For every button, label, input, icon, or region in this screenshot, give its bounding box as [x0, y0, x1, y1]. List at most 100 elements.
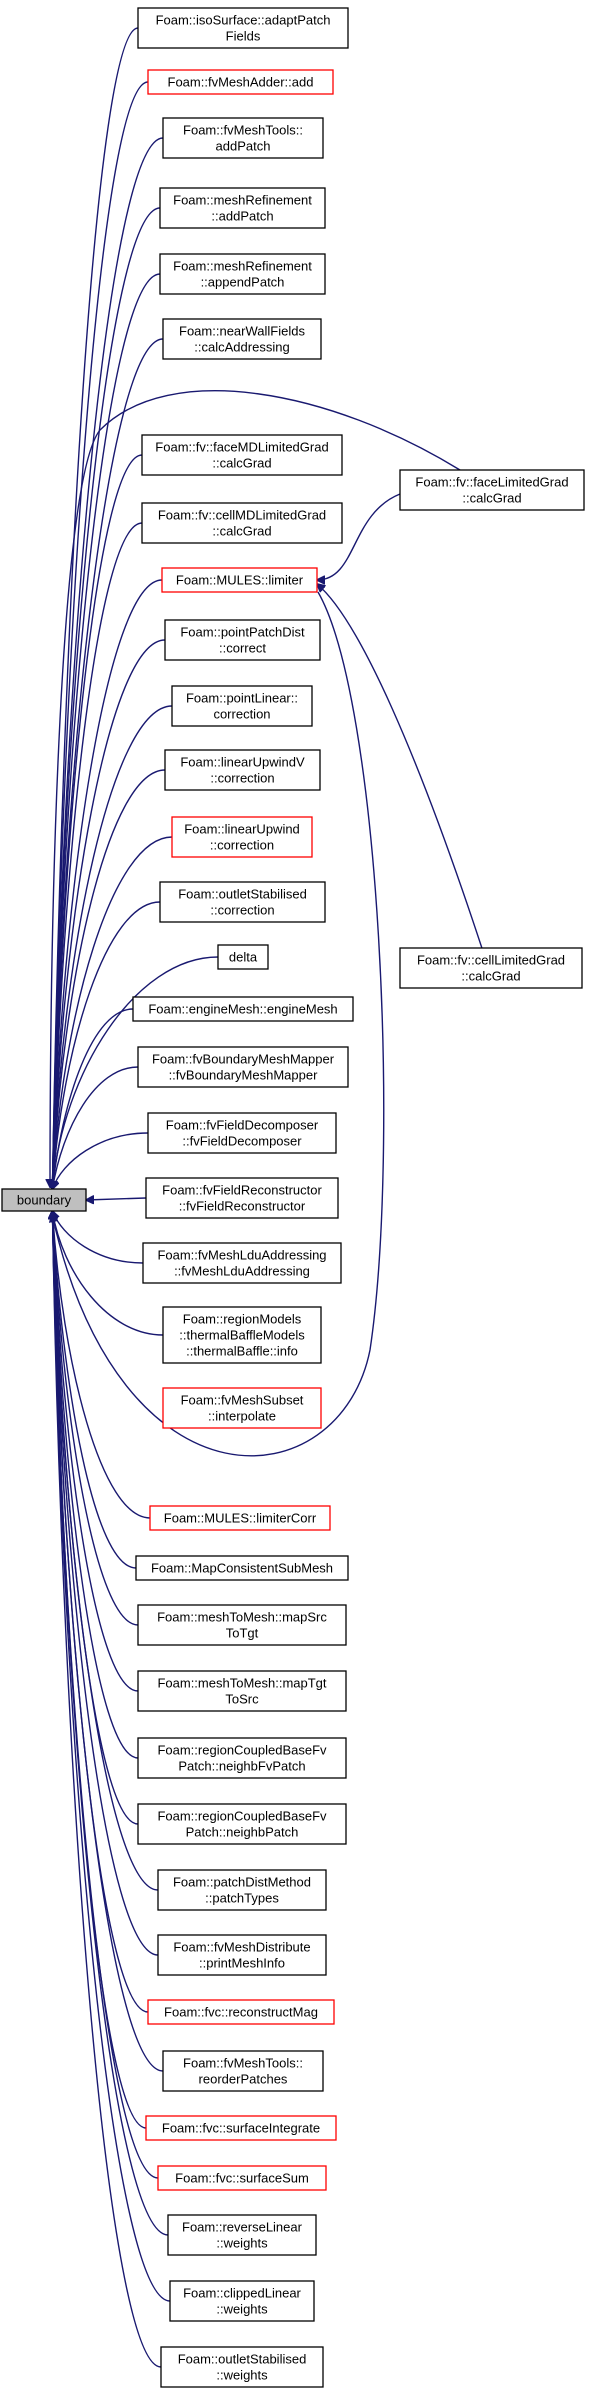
edge: [52, 1008, 134, 1189]
node-box: [162, 318, 322, 360]
node-label: Foam::fvMeshAdder::add: [168, 75, 314, 90]
node-label: ::calcGrad: [212, 456, 271, 471]
node-label: Foam::nearWallFields: [179, 324, 305, 339]
edge: [52, 81, 149, 1189]
edge: [52, 522, 143, 1189]
edge: [52, 836, 173, 1189]
node-box: [171, 816, 313, 858]
node-outletStabilised-correction[interactable]: Foam::outletStabilised::correction: [159, 881, 326, 923]
node-MapConsistentSubMesh[interactable]: Foam::MapConsistentSubMesh: [135, 1555, 349, 1581]
edge: [52, 1211, 164, 1336]
node-engineMesh-engineMesh[interactable]: Foam::engineMesh::engineMesh: [132, 996, 354, 1022]
node-label: ::calcAddressing: [194, 340, 289, 355]
edge: [52, 1211, 164, 2072]
node-label: ::correction: [210, 903, 274, 918]
edge: [52, 1211, 162, 2368]
node-cellMDLimitedGrad-calcGrad[interactable]: Foam::fv::cellMDLimitedGrad::calcGrad: [141, 502, 343, 544]
node-nearWallFields-calcAddressing[interactable]: Foam::nearWallFields::calcAddressing: [162, 318, 322, 360]
node-box: [135, 1555, 349, 1581]
node-thermalBaffle-info[interactable]: Foam::regionModels::thermalBaffleModels:…: [162, 1306, 322, 1364]
node-box: [162, 2050, 324, 2092]
node-label: ToTgt: [226, 1626, 259, 1641]
edge: [52, 1211, 139, 1692]
node-clippedLinear-weights[interactable]: Foam::clippedLinear::weights: [169, 2280, 315, 2322]
edge: [317, 493, 401, 580]
edge: [52, 1211, 159, 1956]
edge: [52, 1211, 151, 1519]
node-label: Foam::fvMeshTools::: [183, 2056, 303, 2071]
node-label: Foam::fvMeshTools::: [183, 123, 303, 138]
node-label: delta: [229, 950, 258, 965]
node-label: Foam::meshRefinement: [173, 259, 312, 274]
node-fvMeshSubset-interpolate[interactable]: Foam::fvMeshSubset::interpolate: [162, 1387, 322, 1429]
node-linearUpwindV-correction[interactable]: Foam::linearUpwindV::correction: [164, 749, 321, 791]
node-fvFieldDecomposer[interactable]: Foam::fvFieldDecomposer::fvFieldDecompos…: [147, 1112, 337, 1154]
node-outletStabilised-weights[interactable]: Foam::outletStabilised::weights: [160, 2346, 324, 2388]
node-box: [149, 1505, 331, 1531]
node-MULES-limiter[interactable]: Foam::MULES::limiter: [161, 567, 318, 593]
node-label: Foam::fvMeshLduAddressing: [157, 1248, 326, 1263]
node-delta[interactable]: delta: [217, 944, 269, 970]
node-label: ::weights: [216, 2236, 268, 2251]
node-fvMeshTools-addPatch[interactable]: Foam::fvMeshTools::addPatch: [162, 117, 324, 159]
node-label: Patch::neighbPatch: [186, 1825, 299, 1840]
node-label: Patch::neighbFvPatch: [178, 1759, 305, 1774]
node-label: ::correction: [210, 838, 274, 853]
node-regionCoupled-neighbPatch[interactable]: Foam::regionCoupledBaseFvPatch::neighbPa…: [137, 1803, 347, 1845]
node-label: Foam::outletStabilised: [178, 2352, 307, 2367]
node-box: [162, 117, 324, 159]
node-reverseLinear-weights[interactable]: Foam::reverseLinear::weights: [167, 2214, 317, 2256]
node-fvMeshLduAddressing[interactable]: Foam::fvMeshLduAddressing::fvMeshLduAddr…: [142, 1242, 342, 1284]
node-pointLinear-correction[interactable]: Foam::pointLinear::correction: [171, 685, 313, 727]
node-fvBoundaryMeshMapper[interactable]: Foam::fvBoundaryMeshMapper::fvBoundaryMe…: [137, 1046, 349, 1088]
node-faceMDLimitedGrad-calcGrad[interactable]: Foam::fv::faceMDLimitedGrad::calcGrad: [141, 434, 343, 476]
node-label: ::thermalBaffleModels: [179, 1328, 305, 1343]
node-box: [137, 1604, 347, 1646]
node-linearUpwind-correction[interactable]: Foam::linearUpwind::correction: [171, 816, 313, 858]
node-fvc-surfaceIntegrate[interactable]: Foam::fvc::surfaceIntegrate: [145, 2115, 337, 2141]
node-fvc-surfaceSum[interactable]: Foam::fvc::surfaceSum: [157, 2165, 327, 2191]
node-boundary[interactable]: boundary: [1, 1188, 87, 1212]
node-box: [399, 947, 583, 989]
node-label: Foam::fvFieldReconstructor: [162, 1183, 322, 1198]
node-label: Foam::regionModels: [183, 1312, 302, 1327]
node-MULES-limiterCorr[interactable]: Foam::MULES::limiterCorr: [149, 1505, 331, 1531]
node-label: Foam::isoSurface::adaptPatch: [156, 13, 331, 28]
node-patchDistMethod-patchTypes[interactable]: Foam::patchDistMethod::patchTypes: [157, 1869, 327, 1911]
node-label: Foam::linearUpwind: [184, 822, 300, 837]
node-meshRefinement-appendPatch[interactable]: Foam::meshRefinement::appendPatch: [159, 253, 326, 295]
node-pointPatchDist-correct[interactable]: Foam::pointPatchDist::correct: [164, 619, 321, 661]
node-label: ::patchTypes: [205, 1891, 279, 1906]
node-box: [137, 1670, 347, 1712]
node-fvMeshTools-reorderPatches[interactable]: Foam::fvMeshTools::reorderPatches: [162, 2050, 324, 2092]
node-meshRefinement-addPatch[interactable]: Foam::meshRefinement::addPatch: [159, 187, 326, 229]
node-box: [1, 1188, 87, 1212]
node-label: Foam::fv::faceLimitedGrad: [415, 475, 568, 490]
edge: [50, 390, 461, 1187]
node-label: ::calcGrad: [212, 524, 271, 539]
node-box: [147, 1112, 337, 1154]
node-label: ::addPatch: [211, 209, 273, 224]
node-box: [157, 1934, 327, 1976]
edge: [52, 705, 173, 1189]
node-cellLimitedGrad-calcGrad[interactable]: Foam::fv::cellLimitedGrad::calcGrad: [399, 947, 583, 989]
node-fvc-reconstructMag[interactable]: Foam::fvc::reconstructMag: [147, 1999, 335, 2025]
node-regionCoupled-neighbFvPatch[interactable]: Foam::regionCoupledBaseFvPatch::neighbFv…: [137, 1737, 347, 1779]
node-label: Foam::fvMeshSubset: [181, 1393, 304, 1408]
node-label: Fields: [226, 29, 261, 44]
node-label: ::weights: [216, 2368, 268, 2383]
edge: [317, 584, 483, 949]
node-fvMeshAdder-add[interactable]: Foam::fvMeshAdder::add: [147, 69, 334, 95]
node-box: [164, 749, 321, 791]
node-fvFieldReconstructor[interactable]: Foam::fvFieldReconstructor::fvFieldRecon…: [145, 1177, 339, 1219]
node-box: [147, 69, 334, 95]
node-label: Foam::fv::cellLimitedGrad: [417, 953, 565, 968]
edge: [52, 639, 166, 1189]
node-box: [145, 2115, 337, 2141]
node-fvMeshDistribute-printMeshInfo[interactable]: Foam::fvMeshDistribute::printMeshInfo: [157, 1934, 327, 1976]
node-box: [159, 187, 326, 229]
node-faceLimitedGrad-calcGrad[interactable]: Foam::fv::faceLimitedGrad::calcGrad: [399, 469, 585, 511]
